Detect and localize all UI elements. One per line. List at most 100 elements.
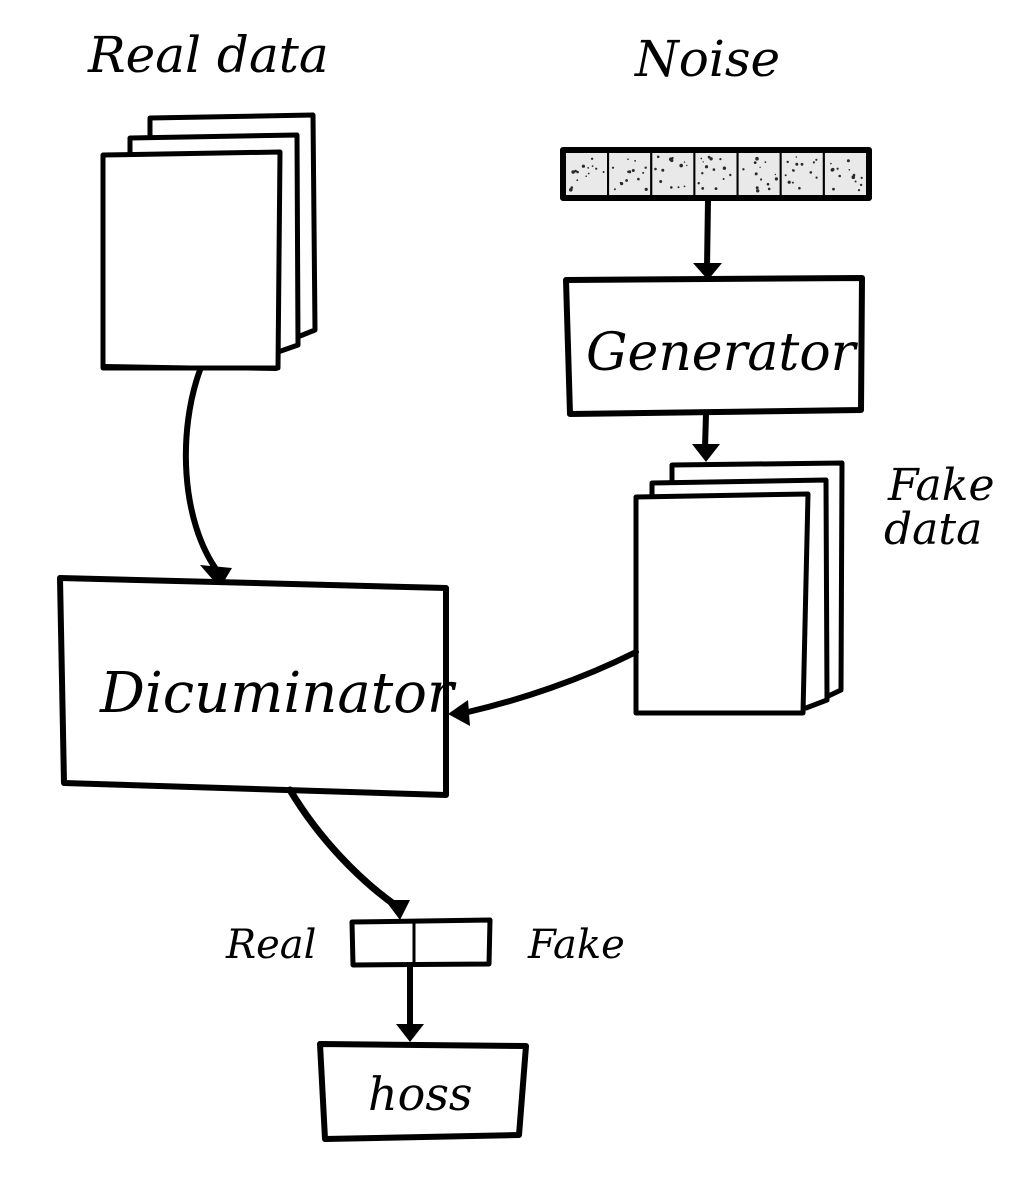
fake-output-label: Fake xyxy=(527,922,625,968)
noise-speck xyxy=(729,173,732,177)
generator-label: Generator xyxy=(586,323,859,383)
noise-speck xyxy=(795,156,798,158)
noise-speck xyxy=(830,162,832,165)
noise-speck xyxy=(860,176,863,179)
noise-speck xyxy=(677,186,680,189)
noise-speck xyxy=(798,186,801,190)
arrow-real-data-to-discriminator xyxy=(182,367,232,588)
noise-speck xyxy=(576,170,579,174)
noise-title: Noise xyxy=(634,30,780,88)
noise-speck xyxy=(753,161,757,165)
discriminator-box: Dicuminator xyxy=(57,575,457,798)
noise-speck xyxy=(795,162,799,166)
noise-speck xyxy=(848,169,851,171)
noise-speck xyxy=(707,155,711,159)
noise-speck xyxy=(815,158,818,161)
noise-cell xyxy=(564,151,610,197)
real-data-title: Real data xyxy=(87,26,329,84)
noise-speck xyxy=(791,181,794,184)
arrow-generator-to-fake-data xyxy=(692,411,720,462)
noise-speck xyxy=(661,168,665,172)
noise-speck xyxy=(719,158,722,161)
noise-speck xyxy=(602,171,605,173)
noise-speck xyxy=(576,179,579,182)
noise-speck xyxy=(722,178,725,180)
noise-speck xyxy=(595,167,598,170)
generator-box: Generator xyxy=(563,275,865,417)
noise-speck xyxy=(659,180,663,183)
noise-speck xyxy=(591,165,594,168)
noise-speck xyxy=(836,167,839,170)
arrow-discriminator-to-output xyxy=(286,786,410,920)
noise-speck xyxy=(755,156,759,161)
noise-speck xyxy=(812,161,816,164)
noise-speck xyxy=(712,168,716,171)
noise-speck xyxy=(627,158,629,160)
noise-speck xyxy=(620,182,624,186)
noise-speck xyxy=(628,170,632,174)
noise-speck xyxy=(587,172,590,175)
noise-speck xyxy=(670,186,673,189)
noise-speck xyxy=(611,166,615,169)
noise-speck xyxy=(755,186,759,190)
noise-speck xyxy=(742,168,745,171)
noise-speck xyxy=(846,159,850,163)
noise-cell xyxy=(779,151,825,197)
noise-speck xyxy=(786,160,789,164)
noise-speck xyxy=(700,157,703,160)
noise-speck xyxy=(787,180,791,184)
noise-speck xyxy=(625,179,628,182)
arrow-output-to-loss xyxy=(396,963,424,1042)
noise-vector xyxy=(560,147,872,201)
noise-speck xyxy=(764,161,767,164)
noise-speck xyxy=(613,188,616,191)
noise-speck xyxy=(831,167,835,172)
noise-speck xyxy=(644,187,648,191)
noise-speck xyxy=(704,165,709,169)
noise-speck xyxy=(571,170,575,174)
noise-speck xyxy=(851,175,856,179)
arrow-fake-data-to-discriminator xyxy=(448,649,639,726)
noise-speck xyxy=(815,176,818,179)
discriminator-label: Dicuminator xyxy=(99,661,457,726)
real-output-label: Real xyxy=(225,922,316,968)
noise-cell xyxy=(607,151,653,197)
noise-speck xyxy=(637,177,640,181)
noise-speck xyxy=(654,167,657,171)
noise-speck xyxy=(791,169,794,171)
noise-cell xyxy=(736,151,782,197)
noise-speck xyxy=(800,162,804,166)
noise-speck xyxy=(775,178,778,181)
noise-speck xyxy=(671,157,674,160)
noise-speck xyxy=(679,163,683,168)
noise-speck xyxy=(670,158,674,163)
noise-speck xyxy=(702,161,704,163)
noise-speck xyxy=(859,183,863,187)
noise-speck xyxy=(759,166,761,168)
noise-speck xyxy=(631,169,635,172)
noise-speck xyxy=(656,155,660,159)
noise-cell xyxy=(822,151,869,197)
fake-data-stack xyxy=(633,460,845,716)
noise-speck xyxy=(774,173,776,176)
noise-speck xyxy=(634,160,636,162)
noise-speck xyxy=(581,164,586,168)
noise-speck xyxy=(642,171,645,174)
fake-data-label-line2: data xyxy=(884,504,982,555)
noise-speck xyxy=(574,169,577,173)
noise-speck xyxy=(683,161,686,163)
arrow-noise-to-generator xyxy=(693,197,722,280)
noise-speck xyxy=(809,171,813,174)
noise-speck xyxy=(701,172,704,175)
noise-speck xyxy=(587,167,590,169)
noise-speck xyxy=(697,182,700,185)
noise-speck xyxy=(683,185,686,188)
noise-speck xyxy=(627,170,629,173)
noise-speck xyxy=(644,166,647,169)
noise-speck xyxy=(590,157,594,160)
noise-speck xyxy=(766,182,770,186)
real-data-stack xyxy=(100,112,318,371)
noise-speck xyxy=(722,166,727,170)
noise-speck xyxy=(857,189,861,192)
